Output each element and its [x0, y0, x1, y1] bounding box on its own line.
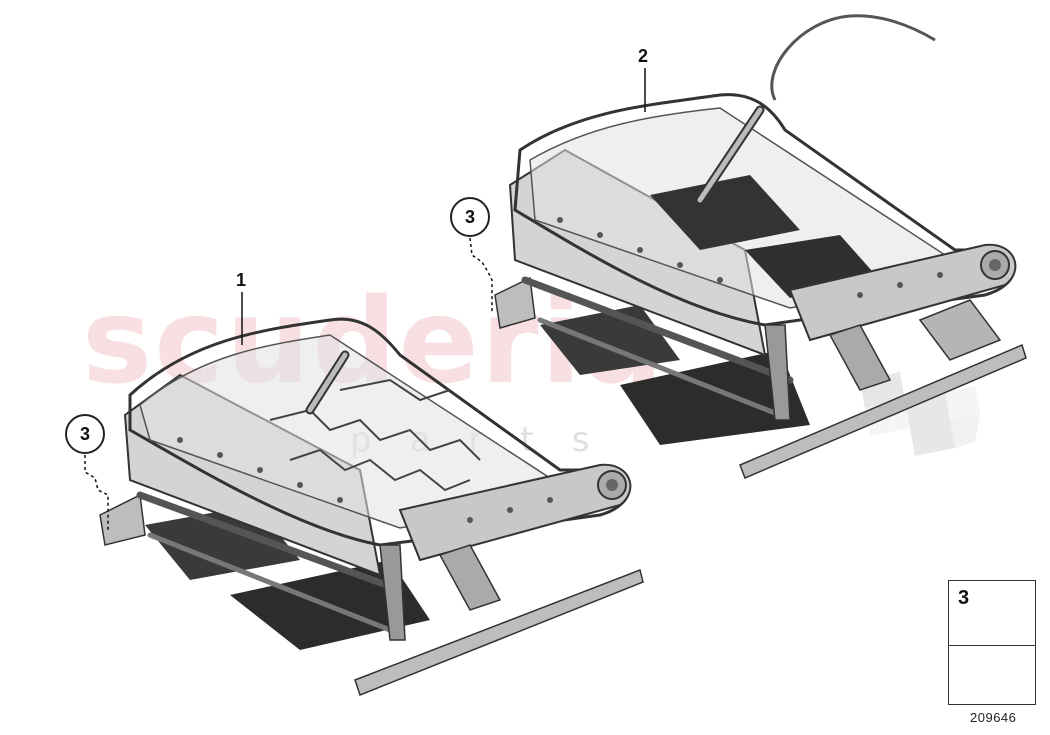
- parts-legend: 3: [948, 580, 1036, 705]
- callout-part-3-right: 3: [450, 197, 490, 237]
- seat-rail-1-left: [99, 493, 146, 546]
- front-bracket-2: [788, 243, 1017, 342]
- leader-lines: [84, 68, 646, 530]
- callout-part-3-left: 3: [65, 414, 105, 454]
- legend-item: 3: [949, 581, 1035, 646]
- seat-rail-1-right: [354, 568, 644, 696]
- cushion-pad-2a: [650, 175, 800, 250]
- callout-part-1: 1: [236, 270, 247, 290]
- front-bracket-1: [398, 463, 632, 562]
- seat-frame-2: [494, 14, 1027, 479]
- seat-rail-2-left: [494, 276, 536, 329]
- callout-part-2: 2: [638, 46, 649, 66]
- diagram-id: 209646: [970, 710, 1017, 725]
- cable-2: [770, 14, 936, 101]
- legend-item-number: 3: [958, 587, 970, 609]
- seat-pan-2: [620, 350, 810, 445]
- seat-rail-2-right: [739, 343, 1027, 479]
- seat-frame-1: [99, 317, 644, 696]
